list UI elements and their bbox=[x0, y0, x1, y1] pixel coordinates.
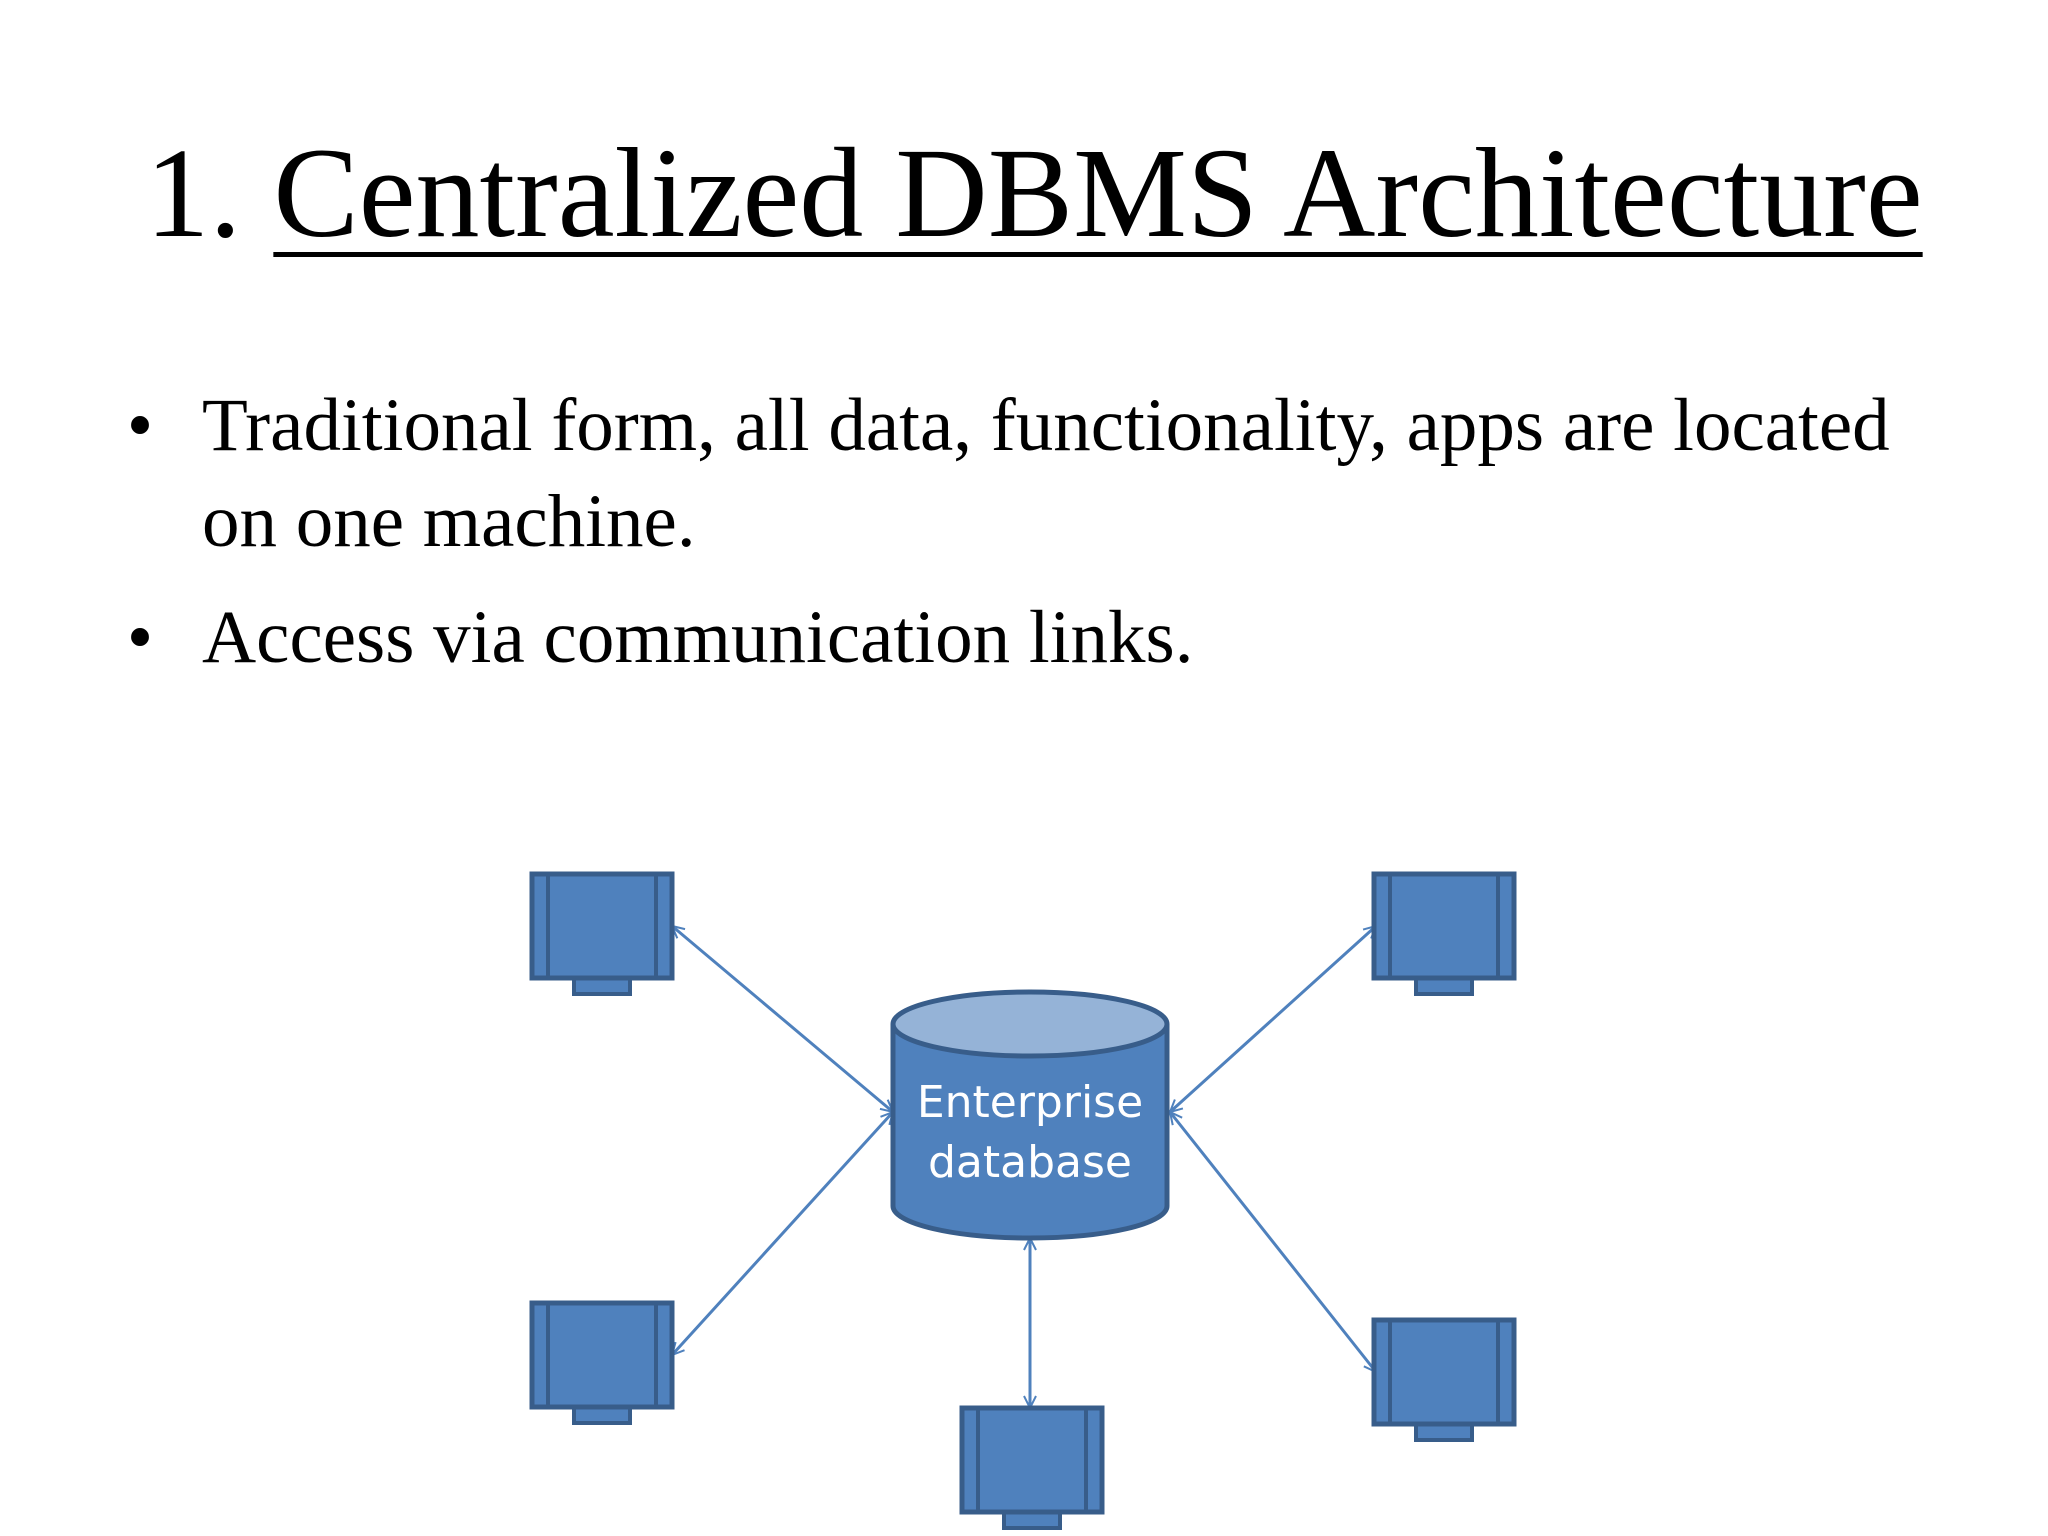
connector-top-left bbox=[672, 926, 893, 1112]
connectors bbox=[672, 926, 1376, 1408]
enterprise-database: Enterprise database bbox=[890, 989, 1170, 1241]
monitor-icon bbox=[1371, 871, 1517, 996]
bullet-text: Traditional form, all data, functionalit… bbox=[202, 384, 1890, 563]
terminal-top-right bbox=[1371, 871, 1517, 996]
bullet-item: • Traditional form, all data, functional… bbox=[120, 378, 1940, 570]
terminal-bottom-right bbox=[1371, 1317, 1517, 1442]
bullet-list: • Traditional form, all data, functional… bbox=[120, 378, 1940, 706]
connector-bottom-left bbox=[672, 1112, 893, 1355]
bullet-glyph: • bbox=[126, 596, 154, 679]
database-label-line2: database bbox=[928, 1137, 1132, 1188]
title-text: Centralized DBMS Architecture bbox=[273, 122, 1923, 264]
monitor-icon bbox=[1371, 1317, 1517, 1442]
terminal-top-left bbox=[529, 871, 675, 996]
slide-title: 1. Centralized DBMS Architecture bbox=[0, 118, 2048, 268]
monitor-icon bbox=[529, 1300, 675, 1425]
connector-top-right bbox=[1170, 926, 1376, 1112]
monitor-icon bbox=[529, 871, 675, 996]
monitor-icon bbox=[959, 1405, 1105, 1530]
bullet-item: • Access via communication links. bbox=[120, 590, 1940, 686]
terminal-bottom-center bbox=[959, 1405, 1105, 1530]
database-label-line1: Enterprise bbox=[917, 1077, 1143, 1128]
terminal-bottom-left bbox=[529, 1300, 675, 1425]
database-top-icon bbox=[890, 989, 1170, 1059]
connector-bottom-right bbox=[1170, 1112, 1376, 1372]
database-body-icon bbox=[890, 1024, 1170, 1241]
bullet-glyph: • bbox=[126, 384, 154, 467]
bullet-text: Access via communication links. bbox=[202, 596, 1194, 679]
title-number: 1. bbox=[145, 122, 242, 264]
